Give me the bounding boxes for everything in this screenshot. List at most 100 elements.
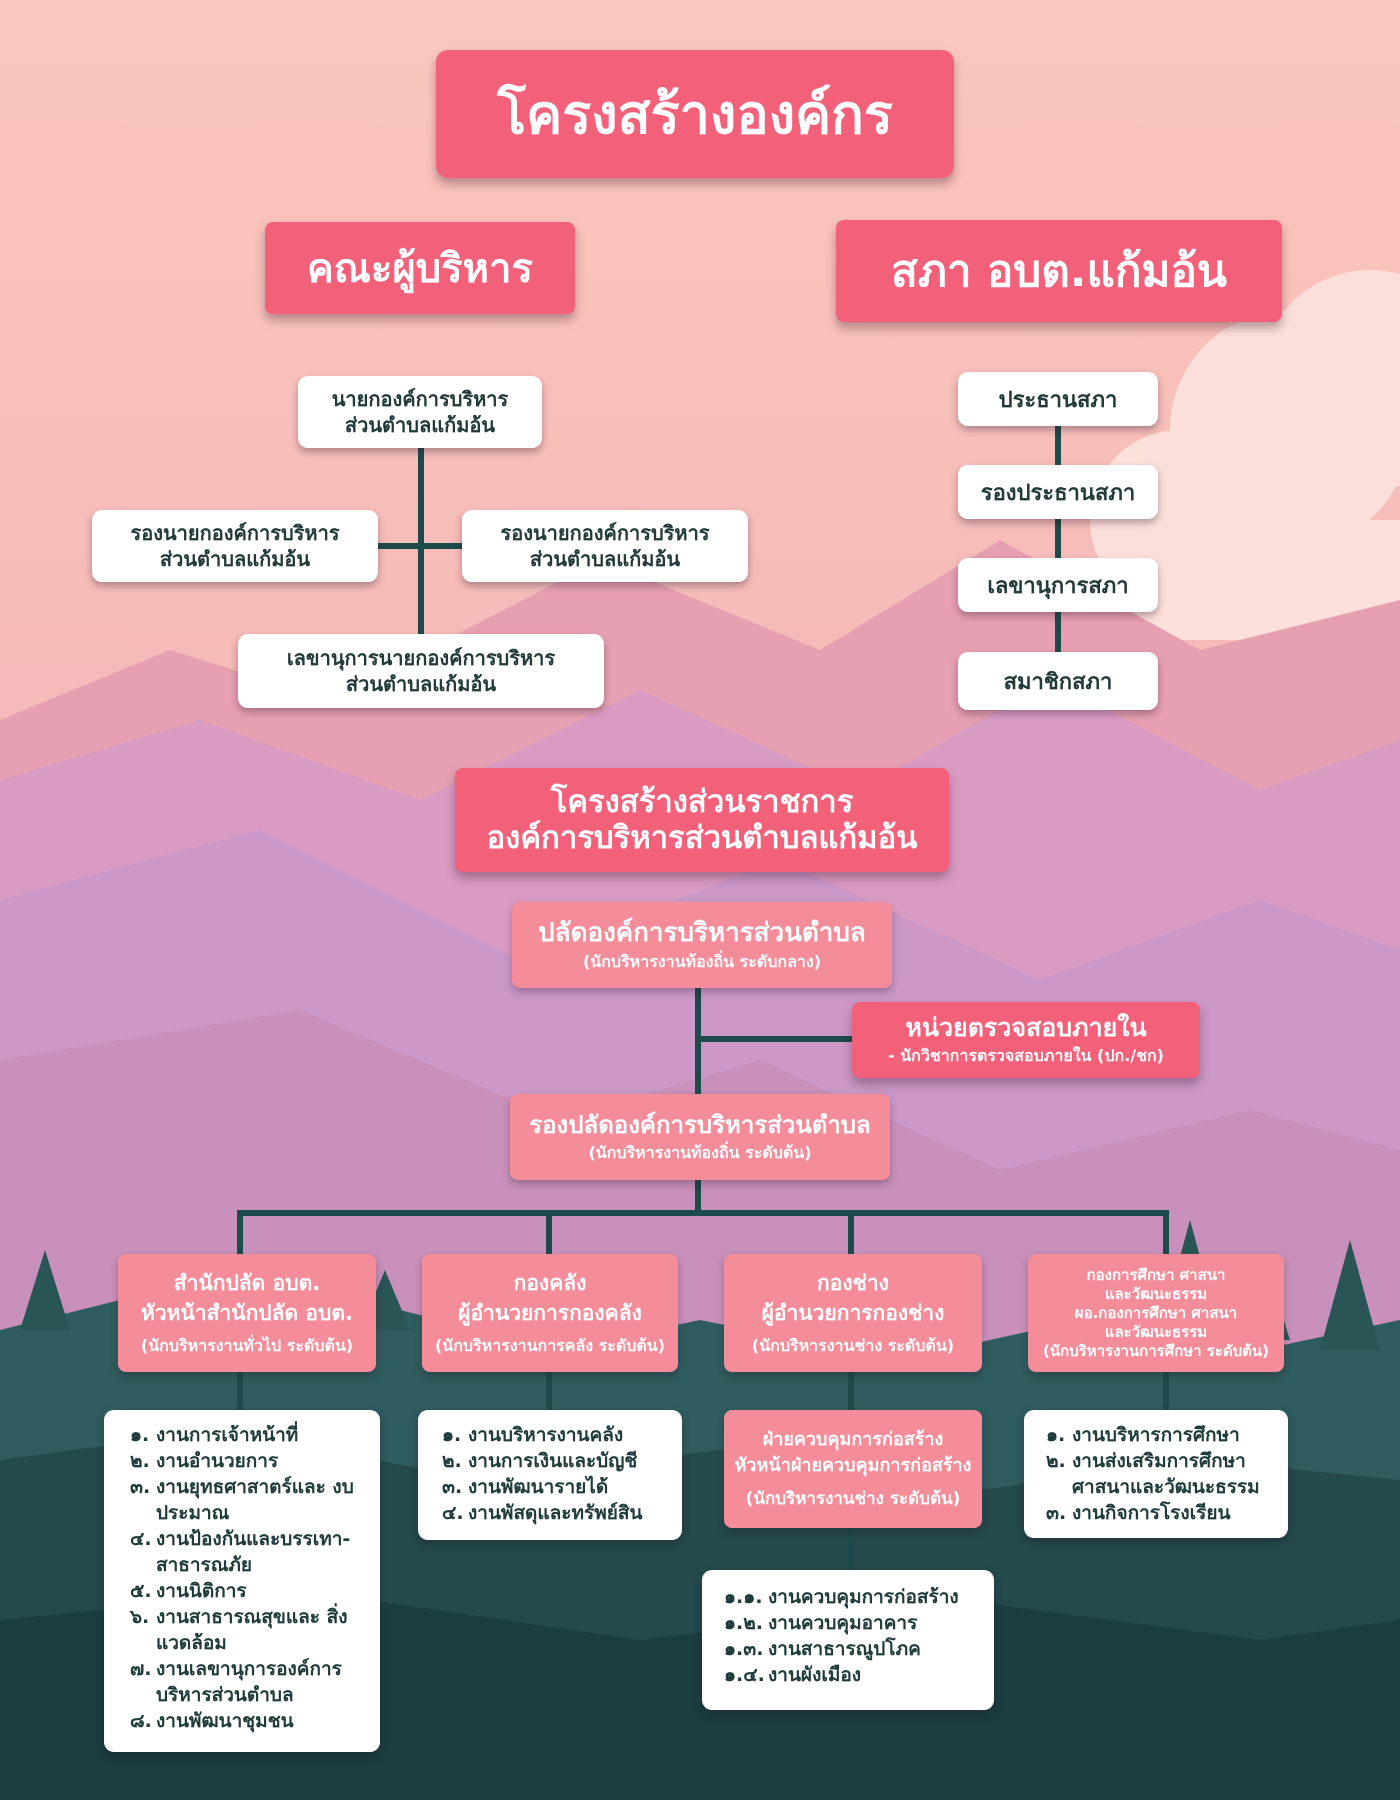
list-item-number: ๓.: [1046, 1502, 1067, 1524]
list-item: ๓.งานพัฒนารายได้: [442, 1474, 672, 1500]
list-item-text: งานเลขานุการองค์การ บริหารส่วนตำบล: [156, 1658, 342, 1706]
chief-administrator-box: ปลัดองค์การบริหารส่วนตำบล (นักบริหารงานท…: [512, 902, 892, 988]
list-item: ๑. งานการเจ้าหน้าที่: [130, 1422, 368, 1448]
list-item-number: ๗.: [130, 1658, 152, 1680]
dept-drop-4: [1163, 1210, 1169, 1255]
office-list-link: [237, 1370, 243, 1412]
list-item-text: งานบริหารงานคลัง: [468, 1424, 624, 1446]
list-item-number: ๒.: [1046, 1450, 1066, 1472]
list-item-number: ๒.: [442, 1450, 462, 1472]
deputy-chief-administrator-box: รองปลัดองค์การบริหารส่วนตำบล (นักบริหารง…: [510, 1094, 890, 1180]
list-item: ๒. งานการเงินและบัญชี: [442, 1448, 672, 1474]
list-item-number: ๔.: [442, 1502, 464, 1524]
finance-list-link: [546, 1370, 552, 1412]
list-item: ๖. งานสาธารณสุขและ สิ่งแวดล้อม: [130, 1604, 368, 1656]
council-header: สภา อบต.แก้มอ้น: [836, 220, 1282, 322]
list-item: ๗.งานเลขานุการองค์การ บริหารส่วนตำบล: [130, 1656, 368, 1708]
list-item-number: ๑.๑.: [724, 1586, 763, 1608]
list-item-text: งานพัฒนารายได้: [468, 1476, 609, 1498]
list-item-text: งานควบคุมอาคาร: [768, 1612, 918, 1634]
department-engineering-box: กองช่าง ผู้อำนวยการกองช่าง (นักบริหารงาน…: [724, 1254, 982, 1372]
list-item: ๒. งานอำนวยการ: [130, 1448, 368, 1474]
list-item-text: งานการเจ้าหน้าที่: [156, 1424, 299, 1446]
finance-duties-list: ๑. งานบริหารงานคลัง๒. งานการเงินและบัญชี๓.…: [418, 1410, 682, 1540]
deputy-mayor-left-box: รองนายกองค์การบริหาร ส่วนตำบลแก้มอ้น: [92, 510, 378, 582]
education-duties-list: ๑. งานบริหารการศึกษา๒. งานส่งเสริมการศึกษา…: [1024, 1410, 1288, 1538]
list-item-number: ๘.: [130, 1710, 152, 1732]
list-item-text: งานผังเมือง: [768, 1664, 862, 1686]
list-item-number: ๕.: [130, 1580, 152, 1602]
council-vice-chair-box: รองประธานสภา: [958, 465, 1158, 519]
list-item-number: ๒.: [130, 1450, 150, 1472]
list-item-number: ๑.๓.: [724, 1638, 764, 1660]
list-item-text: งานควบคุมการก่อสร้าง: [768, 1586, 959, 1608]
finance-duties-items: ๑. งานบริหารงานคลัง๒. งานการเงินและบัญชี๓.…: [442, 1422, 672, 1526]
list-item-number: ๑.: [1046, 1424, 1066, 1446]
council-chair-box: ประธานสภา: [958, 372, 1158, 426]
list-item: ๑.๓.งานสาธารณูปโภค: [724, 1636, 984, 1662]
education-duties-items: ๑. งานบริหารการศึกษา๒. งานส่งเสริมการศึกษา…: [1046, 1422, 1280, 1526]
admin-vertical-bottom: [695, 1175, 701, 1215]
list-item: ๑. งานบริหารการศึกษา: [1046, 1422, 1280, 1448]
department-office-box: สำนักปลัด อบต. หัวหน้าสำนักปลัด อบต. (นั…: [118, 1254, 376, 1372]
list-item: ๔.งานป้องกันและบรรเทา- สาธารณภัย: [130, 1526, 368, 1578]
list-item: ๑.๑.งานควบคุมการก่อสร้าง: [724, 1584, 984, 1610]
list-item: ๑.๔.งานผังเมือง: [724, 1662, 984, 1688]
list-item-text: งานการเงินและบัญชี: [468, 1450, 638, 1472]
exec-horizontal-line: [378, 543, 464, 549]
engineering-duties-items: ๑.๑.งานควบคุมการก่อสร้าง๑.๒.งานควบคุมอาค…: [724, 1584, 984, 1688]
list-item-number: ๑.๔.: [724, 1664, 765, 1686]
dept-drop-2: [546, 1210, 552, 1255]
list-item: ๑. งานบริหารงานคลัง: [442, 1422, 672, 1448]
list-item: ๓.งานยุทธศาสาตร์และ งบประมาณ: [130, 1474, 368, 1526]
list-item-text: งานป้องกันและบรรเทา- สาธารณภัย: [156, 1528, 351, 1576]
construction-control-box: ฝ่ายควบคุมการก่อสร้าง หัวหน้าฝ่ายควบคุมก…: [724, 1410, 982, 1528]
list-item-number: ๓.: [130, 1476, 151, 1498]
department-education-box: กองการศึกษา ศาสนา และวัฒนะธรรม ผอ.กองการ…: [1028, 1254, 1284, 1372]
internal-audit-box: หน่วยตรวจสอบภายใน - นักวิชาการตรวจสอบภาย…: [852, 1002, 1200, 1078]
dept-drop-1: [237, 1210, 243, 1255]
list-item-text: งานพัฒนาชุมชน: [156, 1710, 294, 1732]
engineering-sub-link: [848, 1370, 854, 1412]
mayor-box: นายกองค์การบริหาร ส่วนตำบลแก้มอ้น: [298, 376, 542, 448]
mayor-secretary-box: เลขานุการนายกองค์การบริหาร ส่วนตำบลแก้มอ…: [238, 634, 604, 708]
list-item-text: งานอำนวยการ: [156, 1450, 279, 1472]
council-secretary-box: เลขานุการสภา: [958, 558, 1158, 612]
engineering-duties-list: ๑.๑.งานควบคุมการก่อสร้าง๑.๒.งานควบคุมอาค…: [702, 1570, 994, 1710]
list-item: ๔.งานพัสดุและทรัพย์สิน: [442, 1500, 672, 1526]
council-members-box: สมาชิกสภา: [958, 652, 1158, 710]
exec-vertical-line: [418, 448, 424, 636]
list-item-text: งานสาธารณสุขและ สิ่งแวดล้อม: [156, 1606, 348, 1654]
list-item-number: ๖.: [130, 1606, 150, 1628]
list-item: ๒. งานส่งเสริมการศึกษา ศาสนาและวัฒนะธรรม: [1046, 1448, 1280, 1500]
list-item-text: งานบริหารการศึกษา: [1072, 1424, 1240, 1446]
list-item-text: งานสาธารณูปโภค: [768, 1638, 921, 1660]
list-item: ๘.งานพัฒนาชุมชน: [130, 1708, 368, 1734]
department-finance-box: กองคลัง ผู้อำนวยการกองคลัง (นักบริหารงาน…: [422, 1254, 678, 1372]
list-item-number: ๑.: [442, 1424, 462, 1446]
list-item: ๕.งานนิติการ: [130, 1578, 368, 1604]
list-item-text: งานนิติการ: [156, 1580, 247, 1602]
list-item: ๑.๒.งานควบคุมอาคาร: [724, 1610, 984, 1636]
page-title: โครงสร้างองค์กร: [436, 50, 954, 178]
executive-header: คณะผู้บริหาร: [265, 222, 575, 314]
engineering-list-link: [848, 1527, 854, 1572]
deputy-mayor-right-box: รองนายกองค์การบริหาร ส่วนตำบลแก้มอ้น: [462, 510, 748, 582]
list-item-text: งานพัสดุและทรัพย์สิน: [468, 1502, 643, 1524]
audit-connector: [698, 1036, 853, 1042]
list-item-number: ๓.: [442, 1476, 463, 1498]
admin-structure-header: โครงสร้างส่วนราชการ องค์การบริหารส่วนตำบ…: [455, 768, 949, 872]
dept-drop-3: [848, 1210, 854, 1255]
office-duties-items: ๑. งานการเจ้าหน้าที่๒. งานอำนวยการ๓.งานยุท…: [130, 1422, 368, 1734]
list-item-text: งานส่งเสริมการศึกษา ศาสนาและวัฒนะธรรม: [1072, 1450, 1260, 1498]
list-item-number: ๑.๒.: [724, 1612, 764, 1634]
list-item-text: งานกิจการโรงเรียน: [1072, 1502, 1231, 1524]
departments-horizontal-line: [237, 1210, 1169, 1216]
list-item-text: งานยุทธศาสาตร์และ งบประมาณ: [156, 1476, 354, 1524]
list-item-number: ๑.: [130, 1424, 150, 1446]
education-list-link: [1163, 1370, 1169, 1412]
office-duties-list: ๑. งานการเจ้าหน้าที่๒. งานอำนวยการ๓.งานยุท…: [104, 1410, 380, 1752]
list-item-number: ๔.: [130, 1528, 152, 1550]
council-vertical-line: [1055, 420, 1061, 652]
list-item: ๓.งานกิจการโรงเรียน: [1046, 1500, 1280, 1526]
